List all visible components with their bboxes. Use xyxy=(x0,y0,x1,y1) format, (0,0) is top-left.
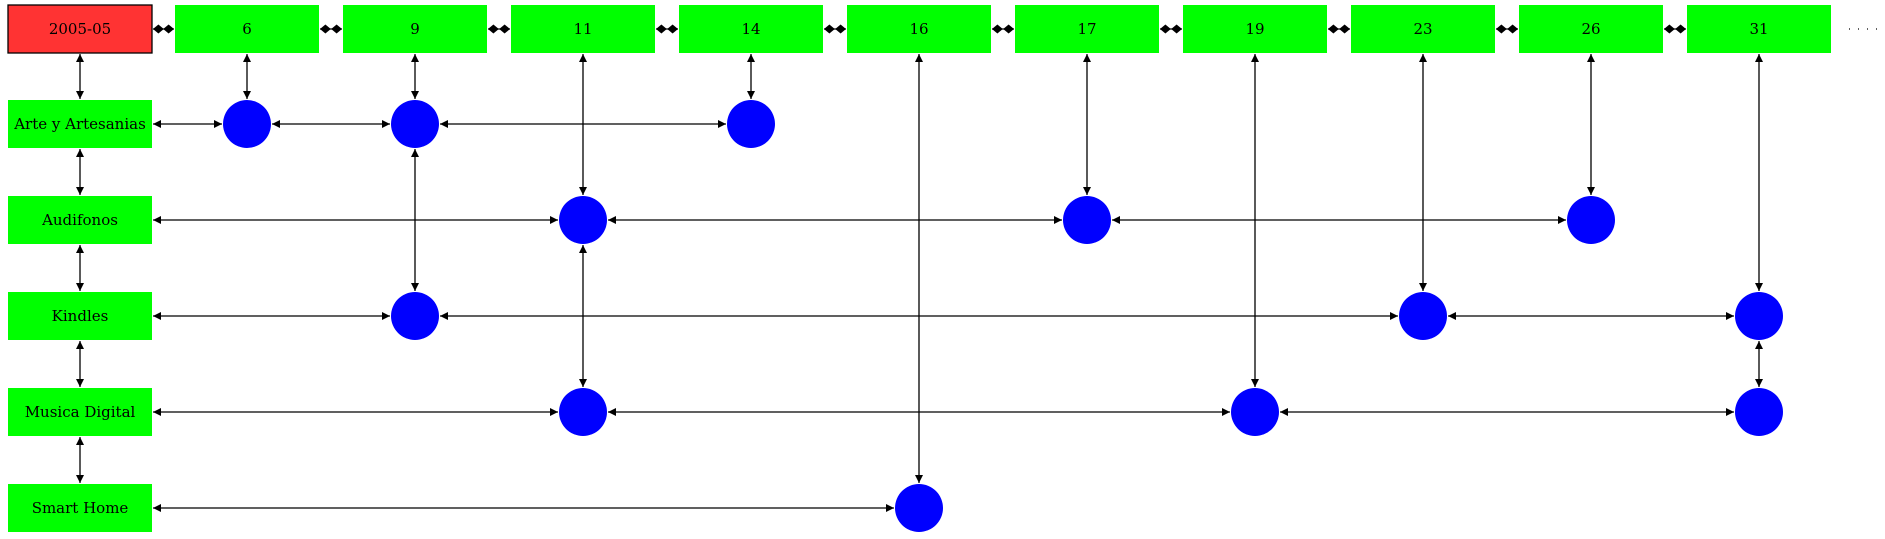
day-header-label-16: 16 xyxy=(909,20,928,38)
event-dot-arte-y-artesanias-14 xyxy=(727,100,775,148)
event-dot-audifonos-26 xyxy=(1567,196,1615,244)
day-header-31 xyxy=(1687,5,1831,53)
day-header-9 xyxy=(343,5,487,53)
day-header-label-23: 23 xyxy=(1413,20,1432,38)
event-dot-kindles-9 xyxy=(391,292,439,340)
day-header-label-19: 19 xyxy=(1245,20,1264,38)
event-dot-arte-y-artesanias-9 xyxy=(391,100,439,148)
edges-layer xyxy=(76,24,1877,512)
category-label-musica-digital: Musica Digital xyxy=(25,403,136,421)
day-header-17 xyxy=(1015,5,1159,53)
event-dot-kindles-23 xyxy=(1399,292,1447,340)
day-header-19 xyxy=(1183,5,1327,53)
category-label-arte-y-artesanias: Arte y Artesanias xyxy=(13,115,146,133)
day-header-label-14: 14 xyxy=(741,20,760,38)
event-dot-musica-digital-31 xyxy=(1735,388,1783,436)
day-header-11 xyxy=(511,5,655,53)
day-header-label-11: 11 xyxy=(573,20,592,38)
category-label-audifonos: Audifonos xyxy=(41,211,118,229)
day-header-26 xyxy=(1519,5,1663,53)
category-audifonos xyxy=(8,196,152,244)
root-period-node xyxy=(7,4,153,54)
category-label-smart-home: Smart Home xyxy=(32,499,129,517)
event-dot-kindles-31 xyxy=(1735,292,1783,340)
event-dot-smart-home-16 xyxy=(895,484,943,532)
event-dot-musica-digital-19 xyxy=(1231,388,1279,436)
day-header-label-6: 6 xyxy=(242,20,252,38)
category-label-kindles: Kindles xyxy=(52,307,109,325)
day-header-label-26: 26 xyxy=(1581,20,1600,38)
day-header-14 xyxy=(679,5,823,53)
root-period-label: 2005-05 xyxy=(49,20,111,38)
event-dot-musica-digital-11 xyxy=(559,388,607,436)
event-dot-arte-y-artesanias-6 xyxy=(223,100,271,148)
category-smart-home xyxy=(8,484,152,532)
event-dot-audifonos-17 xyxy=(1063,196,1111,244)
category-musica-digital xyxy=(8,388,152,436)
day-header-label-9: 9 xyxy=(410,20,420,38)
day-header-16 xyxy=(847,5,991,53)
day-header-23 xyxy=(1351,5,1495,53)
day-header-label-31: 31 xyxy=(1749,20,1768,38)
event-dot-audifonos-11 xyxy=(559,196,607,244)
day-header-label-17: 17 xyxy=(1077,20,1096,38)
category-kindles xyxy=(8,292,152,340)
day-header-6 xyxy=(175,5,319,53)
category-arte-y-artesanias xyxy=(8,100,152,148)
